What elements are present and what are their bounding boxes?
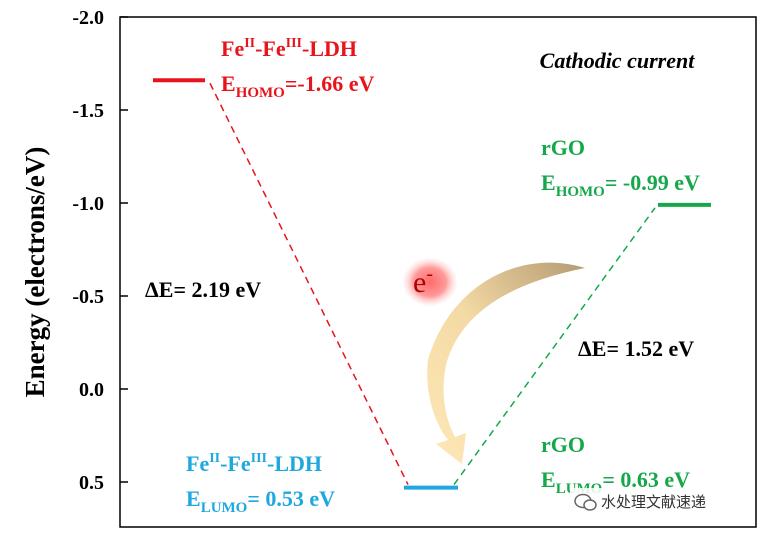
electron-transfer-arrow	[427, 262, 585, 464]
label-ldh-homo-name: FeII-FeIII-LDH	[221, 36, 357, 61]
y-tick-label: -2.0	[72, 7, 104, 29]
label-rgo-lumo-name: rGO	[541, 432, 585, 457]
chat-bubble-icon	[574, 493, 597, 511]
label-rgo-homo-name: rGO	[541, 135, 585, 160]
y-axis-title: Energy (electrons/eV)	[20, 147, 50, 398]
watermark: 水处理文献速递	[570, 488, 755, 514]
y-axis-ticks: -2.0 -1.5 -1.0 -0.5 0.0 0.5	[72, 7, 128, 494]
electron-badge	[403, 258, 457, 306]
y-tick-label: 0.5	[79, 472, 104, 494]
label-rgo-homo-energy: EHOMO= -0.99 eV	[541, 170, 700, 200]
plot-frame	[119, 16, 757, 528]
y-tick-label: -1.0	[72, 193, 104, 215]
label-ldh-homo-energy: EHOMO=-1.66 eV	[221, 71, 374, 101]
watermark-text: 水处理文献速递	[601, 493, 706, 511]
y-tick-label: 0.0	[79, 379, 104, 401]
label-ldh-lumo-energy: ELUMO= 0.53 eV	[186, 486, 335, 516]
electron-symbol: e-	[413, 263, 433, 299]
annotation-cathodic-current: Cathodic current	[540, 48, 696, 73]
transition-line-ldh	[209, 82, 409, 485]
label-ldh-lumo-name: FeII-FeIII-LDH	[186, 451, 322, 476]
y-tick-label: -1.5	[72, 100, 104, 122]
delta-e-rgo: ΔE= 1.52 eV	[578, 336, 694, 361]
transition-line-rgo	[453, 207, 656, 486]
delta-e-ldh: ΔE= 2.19 eV	[145, 277, 261, 302]
y-tick-label: -0.5	[72, 286, 104, 308]
